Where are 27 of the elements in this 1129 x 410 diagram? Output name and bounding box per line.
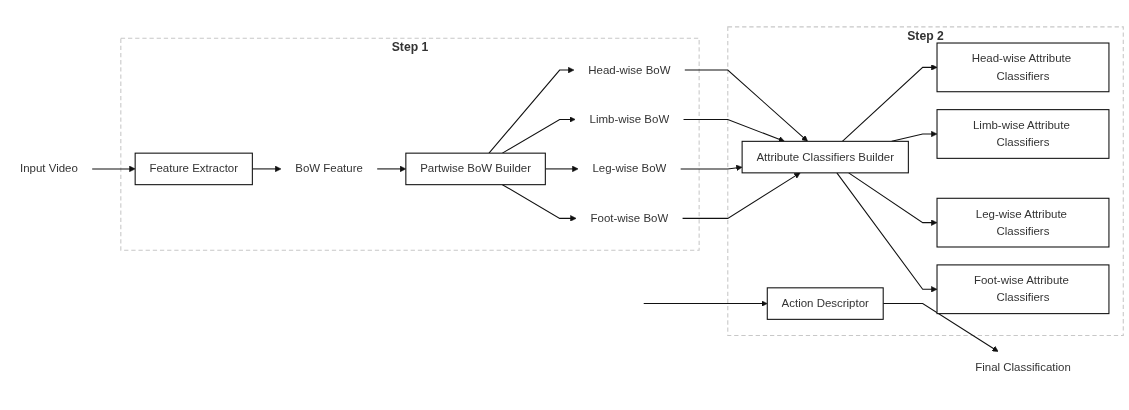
node-text: Head-wise BoW <box>588 63 671 76</box>
node-box: Feature Extractor <box>134 152 253 186</box>
arrow <box>680 164 743 171</box>
arrow <box>683 118 785 143</box>
node-text: Input Video <box>20 162 78 175</box>
node-text: Foot-wise BoW <box>590 211 669 225</box>
arrow <box>682 172 801 219</box>
arrow <box>841 64 938 142</box>
node-box: Foot-wise Attribute Classifiers <box>936 264 1110 315</box>
node-text: BoW Feature <box>295 162 363 175</box>
node-box: Partwise BoW Builder <box>405 152 546 186</box>
node-box: Head-wise Attribute Classifiers <box>936 42 1110 93</box>
arrow <box>501 184 577 222</box>
arrow <box>488 66 575 154</box>
arrow <box>836 172 938 293</box>
arrow <box>91 165 136 173</box>
node-text: Leg-wise BoW <box>592 162 667 175</box>
node-box: Limb-wise Attribute Classifiers <box>936 109 1110 159</box>
node-box: Attribute Classifiers Builder <box>741 140 909 174</box>
node-text: Limb-wise BoW <box>589 113 670 126</box>
node-box: Leg-wise Attribute Classifiers <box>936 197 1110 248</box>
arrow <box>643 300 768 307</box>
arrow <box>684 69 808 142</box>
arrow <box>501 116 576 154</box>
node-box: Action Descriptor <box>766 287 884 320</box>
node-text: Final Classification <box>975 360 1071 374</box>
arrow <box>848 172 938 226</box>
